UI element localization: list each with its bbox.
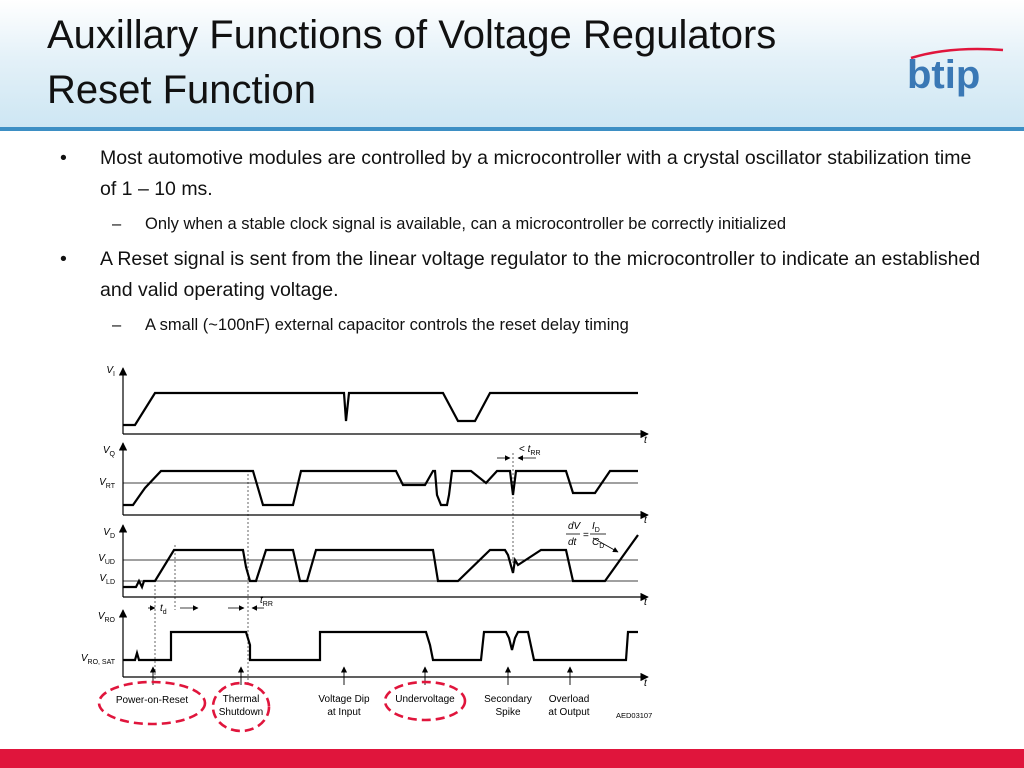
title-line-2: Reset Function	[47, 68, 317, 112]
label-vd: VD	[103, 527, 115, 540]
time-axis-labels: t t t t	[644, 435, 648, 689]
threshold-lines	[123, 482, 638, 582]
trr-limit-label: < tRR	[519, 444, 541, 457]
vro-waveform	[123, 630, 638, 662]
sub-bullet-text: Only when a stable clock signal is avail…	[145, 215, 787, 233]
vd-waveform	[123, 534, 639, 590]
sub-bullet-text: A small (~100nF) external capacitor cont…	[145, 316, 629, 334]
svg-text:Shutdown: Shutdown	[219, 707, 263, 718]
label-vrt: VRT	[99, 477, 116, 490]
event-undervoltage: Undervoltage	[395, 694, 455, 705]
event-thermal-shutdown: Thermal	[223, 694, 260, 705]
sub-bullet-item: –A small (~100nF) external capacitor con…	[112, 316, 629, 334]
bullet-item: •Most automotive modules are controlled …	[60, 147, 972, 200]
label-vq: VQ	[103, 445, 116, 458]
label-vro: VRO	[98, 611, 116, 624]
timing-arrows	[148, 455, 619, 611]
title-divider	[0, 127, 1024, 131]
event-pointer-arrows	[149, 666, 574, 685]
slew-rate-formula: dV dt = ID CD	[566, 521, 606, 550]
trr-label: tRR	[260, 595, 273, 608]
label-vi: VI	[106, 365, 115, 378]
svg-text:ID: ID	[592, 521, 600, 534]
event-voltage-dip: Voltage Dip	[318, 694, 370, 705]
timing-annotations: < tRR td tRR	[160, 444, 541, 616]
svg-text:t: t	[644, 678, 648, 689]
vq-waveform	[123, 469, 638, 507]
event-overload: Overload	[549, 694, 590, 705]
bullet-text: A Reset signal is sent from the linear v…	[100, 248, 981, 301]
slide-title: Auxillary Functions of Voltage Regulator…	[47, 8, 776, 118]
bottom-accent-bar	[0, 749, 1024, 768]
label-vud: VUD	[98, 553, 115, 566]
bullet-item: •A Reset signal is sent from the linear …	[60, 248, 981, 301]
figure-code: AED03107	[616, 711, 652, 720]
svg-text:btip: btip	[907, 53, 980, 97]
event-labels: Power-on-Reset Thermal Shutdown Voltage …	[116, 694, 590, 718]
svg-text:t: t	[644, 515, 648, 526]
reset-timing-diagram: VI VQ VRT VD VUD VLD VRO VRO, SAT t t t …	[81, 365, 652, 733]
bullet-text: Most automotive modules are controlled b…	[100, 147, 972, 200]
title-line-1: Auxillary Functions of Voltage Regulator…	[47, 13, 777, 57]
vi-waveform	[123, 391, 638, 427]
label-vro-sat: VRO, SAT	[81, 653, 116, 666]
bullet-list: •Most automotive modules are controlled …	[60, 143, 990, 345]
svg-text:at Input: at Input	[327, 707, 361, 718]
sub-bullet-item: –Only when a stable clock signal is avai…	[112, 215, 787, 233]
btip-logo: btip	[907, 47, 1004, 97]
svg-text:=: =	[583, 530, 589, 541]
svg-text:dV: dV	[568, 521, 582, 532]
svg-text:at Output: at Output	[548, 707, 589, 718]
highlight-ellipses	[97, 680, 467, 733]
event-markers	[154, 453, 514, 685]
event-power-on-reset: Power-on-Reset	[116, 695, 188, 706]
svg-text:dt: dt	[568, 537, 578, 548]
svg-text:t: t	[644, 435, 648, 446]
title-band	[0, 0, 1024, 128]
label-vld: VLD	[99, 573, 115, 586]
svg-text:Spike: Spike	[495, 707, 520, 718]
svg-text:CD: CD	[592, 537, 604, 550]
signal-labels: VI VQ VRT VD VUD VLD VRO VRO, SAT	[81, 365, 116, 666]
td-label: td	[160, 603, 167, 616]
event-secondary-spike: Secondary	[484, 694, 532, 705]
axis-lines	[118, 367, 649, 682]
svg-text:t: t	[644, 597, 648, 608]
